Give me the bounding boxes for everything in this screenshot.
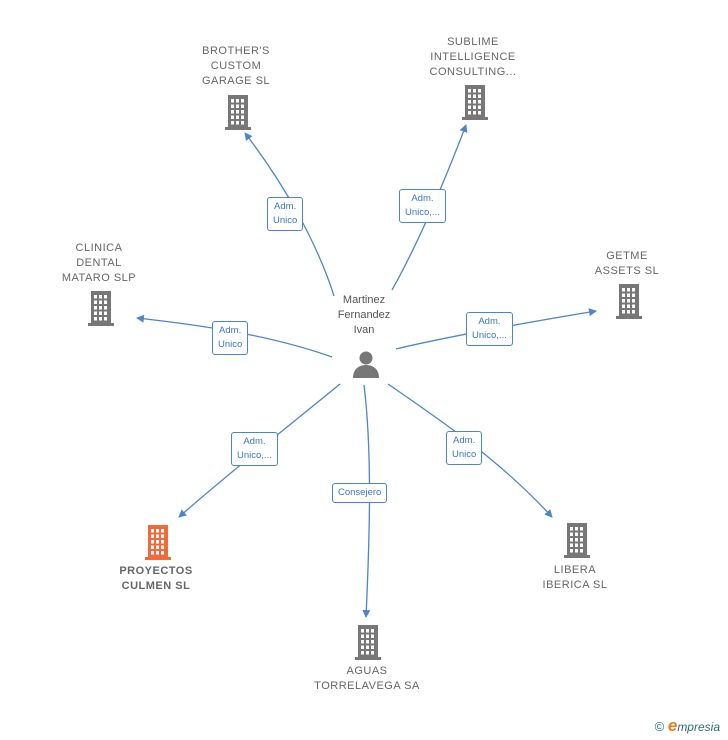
building-icon[interactable] <box>222 94 254 130</box>
relation-label-clinica[interactable]: Adm. Unico <box>212 321 249 355</box>
company-name-proyectos[interactable]: PROYECTOS CULMEN SL <box>119 565 193 592</box>
center-person-name[interactable]: Martinez Fernandez Ivan <box>337 294 391 336</box>
relation-label-aguas[interactable]: Consejero <box>332 483 388 503</box>
building-icon[interactable] <box>352 624 384 660</box>
relation-label-proyectos[interactable]: Adm. Unico,... <box>231 432 278 466</box>
company-name-brothers[interactable]: BROTHER'S CUSTOM GARAGE SL <box>201 45 271 87</box>
company-name-sublime[interactable]: SUBLIME INTELLIGENCE CONSULTING... <box>429 36 517 78</box>
copyright-symbol: © <box>654 719 665 734</box>
relation-label-libera[interactable]: Adm. Unico <box>446 431 483 465</box>
building-icon[interactable] <box>613 283 645 319</box>
person-icon[interactable] <box>351 349 381 379</box>
building-icon[interactable] <box>459 84 491 120</box>
company-name-libera[interactable]: LIBERA IBERICA SL <box>542 564 608 591</box>
building-icon[interactable] <box>85 290 117 326</box>
relation-label-getme[interactable]: Adm. Unico,... <box>466 312 513 346</box>
footer-brand: © empresia <box>655 716 720 736</box>
building-icon[interactable] <box>142 524 174 560</box>
brand-logo-initial: e <box>667 716 678 735</box>
relation-label-brothers[interactable]: Adm. Unico <box>267 197 304 231</box>
company-name-clinica[interactable]: CLINICA DENTAL MATARO SLP <box>61 242 137 284</box>
company-name-getme[interactable]: GETME ASSETS SL <box>594 250 660 277</box>
company-name-aguas[interactable]: AGUAS TORRELAVEGA SA <box>314 665 420 692</box>
brand-logo-text: mpresia <box>677 720 720 734</box>
building-icon[interactable] <box>561 522 593 558</box>
relation-label-sublime[interactable]: Adm. Unico,... <box>399 189 446 223</box>
